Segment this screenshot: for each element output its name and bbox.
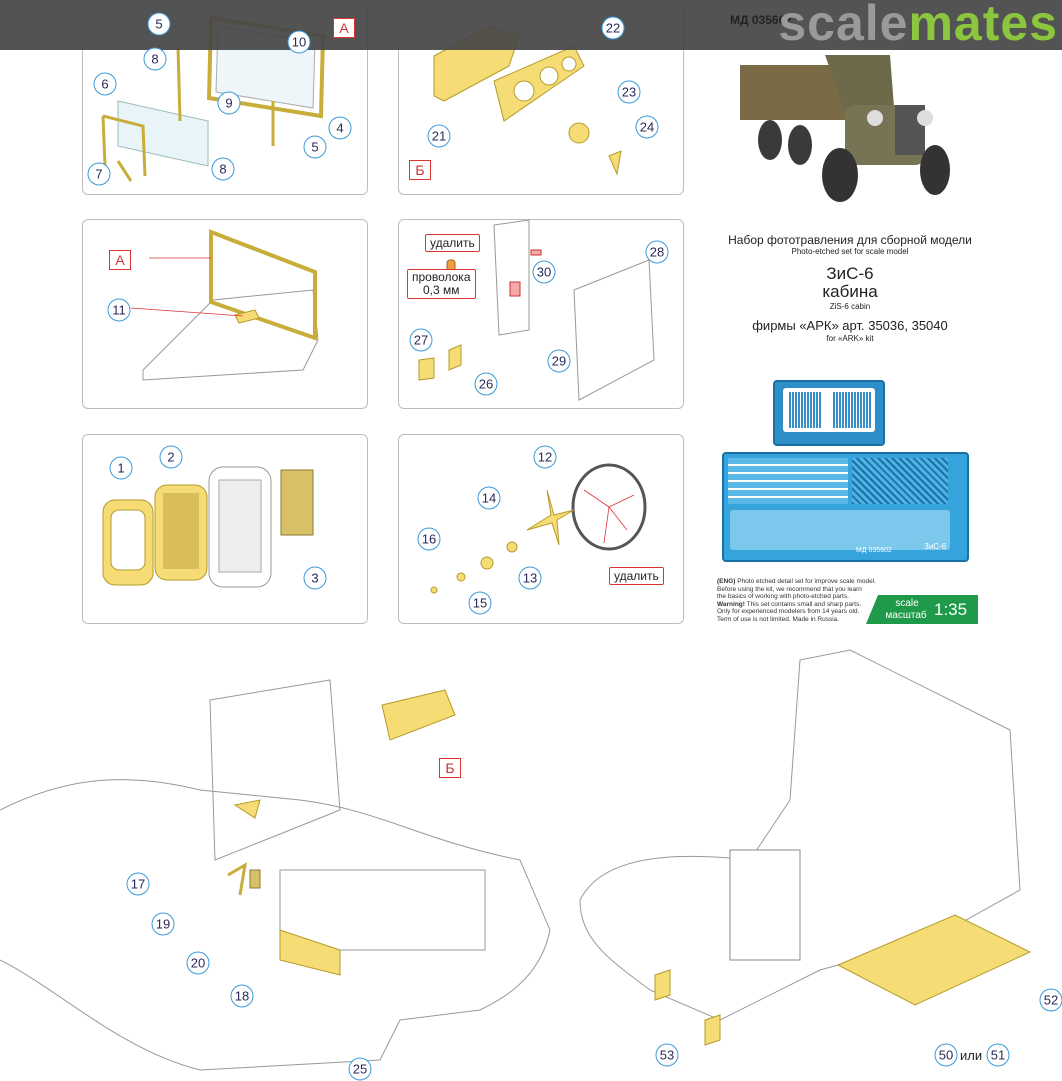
small-fret <box>773 380 885 446</box>
scale-label-ru: масштаб <box>878 610 934 621</box>
logo-part2: mates <box>908 0 1058 51</box>
callout-28: 28 <box>646 241 669 264</box>
callout-24: 24 <box>636 116 659 139</box>
tag-b: Б <box>439 758 461 778</box>
cab-interior-drawing <box>0 660 560 1080</box>
title-ru: Набор фототравления для сборной модели <box>700 233 1000 247</box>
callout-2: 2 <box>160 446 183 469</box>
callout-20: 20 <box>187 952 210 975</box>
callout-18: 18 <box>231 985 254 1008</box>
tag-a: А <box>333 18 355 38</box>
truck-photo <box>730 50 960 215</box>
callout-11: 11 <box>108 299 131 322</box>
step-panel-cab-front: А 11 <box>82 219 368 409</box>
callout-30: 30 <box>533 261 556 284</box>
notes-text1: Photo etched detail set for improve scal… <box>737 578 876 585</box>
callout-15: 15 <box>469 592 492 615</box>
subject-ru: кабина <box>700 282 1000 302</box>
model-name: ЗиС-6 <box>700 264 1000 284</box>
notes-text4: This set contains small and sharp parts. <box>747 601 862 608</box>
tag-b: Б <box>409 160 431 180</box>
step-panel-radiator: 1 2 3 <box>82 434 368 624</box>
scale-badge: scale масштаб 1:35 <box>866 595 978 624</box>
callout-12: 12 <box>534 446 557 469</box>
callout-19: 19 <box>152 913 175 936</box>
callout-26: 26 <box>475 373 498 396</box>
callout-1: 1 <box>110 457 133 480</box>
scale-label-en: scale <box>882 598 932 609</box>
callout-10: 10 <box>288 31 311 54</box>
eng-tag: (ENG) <box>717 578 735 585</box>
callout-16: 16 <box>418 528 441 551</box>
callout-7: 7 <box>88 163 111 186</box>
callout-29: 29 <box>548 350 571 373</box>
scale-value: 1:35 <box>934 600 967 620</box>
callout-50: 50 <box>935 1044 958 1067</box>
scalemates-logo[interactable]: scalemates <box>778 0 1058 52</box>
cab-engine-drawing <box>570 640 1062 1080</box>
remove-label: удалить <box>425 234 480 252</box>
callout-53: 53 <box>656 1044 679 1067</box>
callout-51: 51 <box>987 1044 1010 1067</box>
callout-3: 3 <box>304 567 327 590</box>
main-fret: МД 035602 ЗиС-6 <box>722 452 969 562</box>
warning-tag: Warning! <box>717 601 745 608</box>
callout-13: 13 <box>519 567 542 590</box>
callout-8: 8 <box>144 48 167 71</box>
callout-4: 4 <box>329 117 352 140</box>
notes-line3: the basics of working with photo-etched … <box>717 593 897 601</box>
or-label: или <box>960 1048 982 1063</box>
fret-code: МД 035602 <box>856 547 892 554</box>
callout-17: 17 <box>127 873 150 896</box>
logo-part1: scale <box>778 0 908 51</box>
callout-23: 23 <box>618 81 641 104</box>
callout-25: 25 <box>349 1058 372 1081</box>
callout-27: 27 <box>410 329 433 352</box>
notes-line2: Before using the kit, we recommend that … <box>717 586 897 594</box>
callout-14: 14 <box>478 487 501 510</box>
callout-5: 5 <box>148 13 171 36</box>
callout-21: 21 <box>428 125 451 148</box>
callout-52: 52 <box>1040 989 1062 1012</box>
callout-5b: 5 <box>304 136 327 159</box>
callout-6: 6 <box>94 73 117 96</box>
subject-en: ZiS-6 cabin <box>700 302 1000 311</box>
title-en: Photo-etched set for scale model <box>700 247 1000 256</box>
callout-8b: 8 <box>212 158 235 181</box>
kit-en: for «ARK» kit <box>700 334 1000 343</box>
step-panel-steering-wheel: 12 14 16 13 15 удалить <box>398 434 684 624</box>
notes-line1: (ENG) Photo etched detail set for improv… <box>717 578 897 586</box>
wire-label-line2: 0,3 мм <box>412 284 471 297</box>
remove-label: удалить <box>609 567 664 585</box>
callout-22: 22 <box>602 17 625 40</box>
callout-9: 9 <box>218 92 241 115</box>
tag-a: А <box>109 250 131 270</box>
notes-line4: Warning! This set contains small and sha… <box>717 601 897 609</box>
kit-ru: фирмы «АРК» арт. 35036, 35040 <box>700 318 1000 333</box>
fret-label: ЗиС-6 <box>924 542 946 551</box>
